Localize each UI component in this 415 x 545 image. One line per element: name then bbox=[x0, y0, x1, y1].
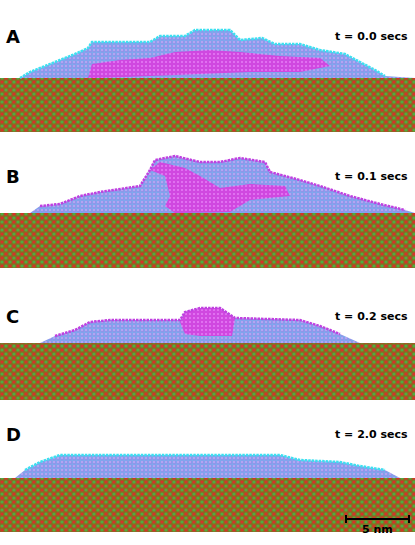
magenta-region bbox=[88, 50, 330, 78]
panel-letter: A bbox=[6, 26, 20, 47]
film bbox=[40, 308, 360, 343]
time-stamp: t = 0.2 secs bbox=[335, 310, 408, 323]
substrate bbox=[0, 78, 415, 132]
snapshot-panel bbox=[0, 308, 415, 400]
substrate bbox=[0, 343, 415, 400]
film bbox=[0, 30, 415, 78]
time-stamp: t = 2.0 secs bbox=[335, 428, 408, 441]
scale-bar bbox=[346, 515, 409, 523]
panel-letter: C bbox=[6, 306, 19, 327]
time-stamp: t = 0.0 secs bbox=[335, 30, 408, 43]
panel-letter: D bbox=[6, 424, 21, 445]
film bbox=[15, 455, 400, 478]
snapshot-panel bbox=[0, 30, 415, 132]
substrate bbox=[0, 478, 415, 532]
snapshot-panel bbox=[0, 156, 415, 268]
time-stamp: t = 0.1 secs bbox=[335, 170, 408, 183]
surface-atoms bbox=[25, 455, 385, 470]
scale-label: 5 nm bbox=[362, 523, 393, 536]
surface-atoms bbox=[55, 308, 340, 336]
surface-atoms bbox=[20, 30, 385, 78]
snapshot-panel bbox=[0, 455, 415, 532]
film bbox=[30, 156, 415, 213]
panel-letter: B bbox=[6, 166, 20, 187]
surface-atoms bbox=[40, 156, 405, 210]
substrate bbox=[0, 213, 415, 268]
